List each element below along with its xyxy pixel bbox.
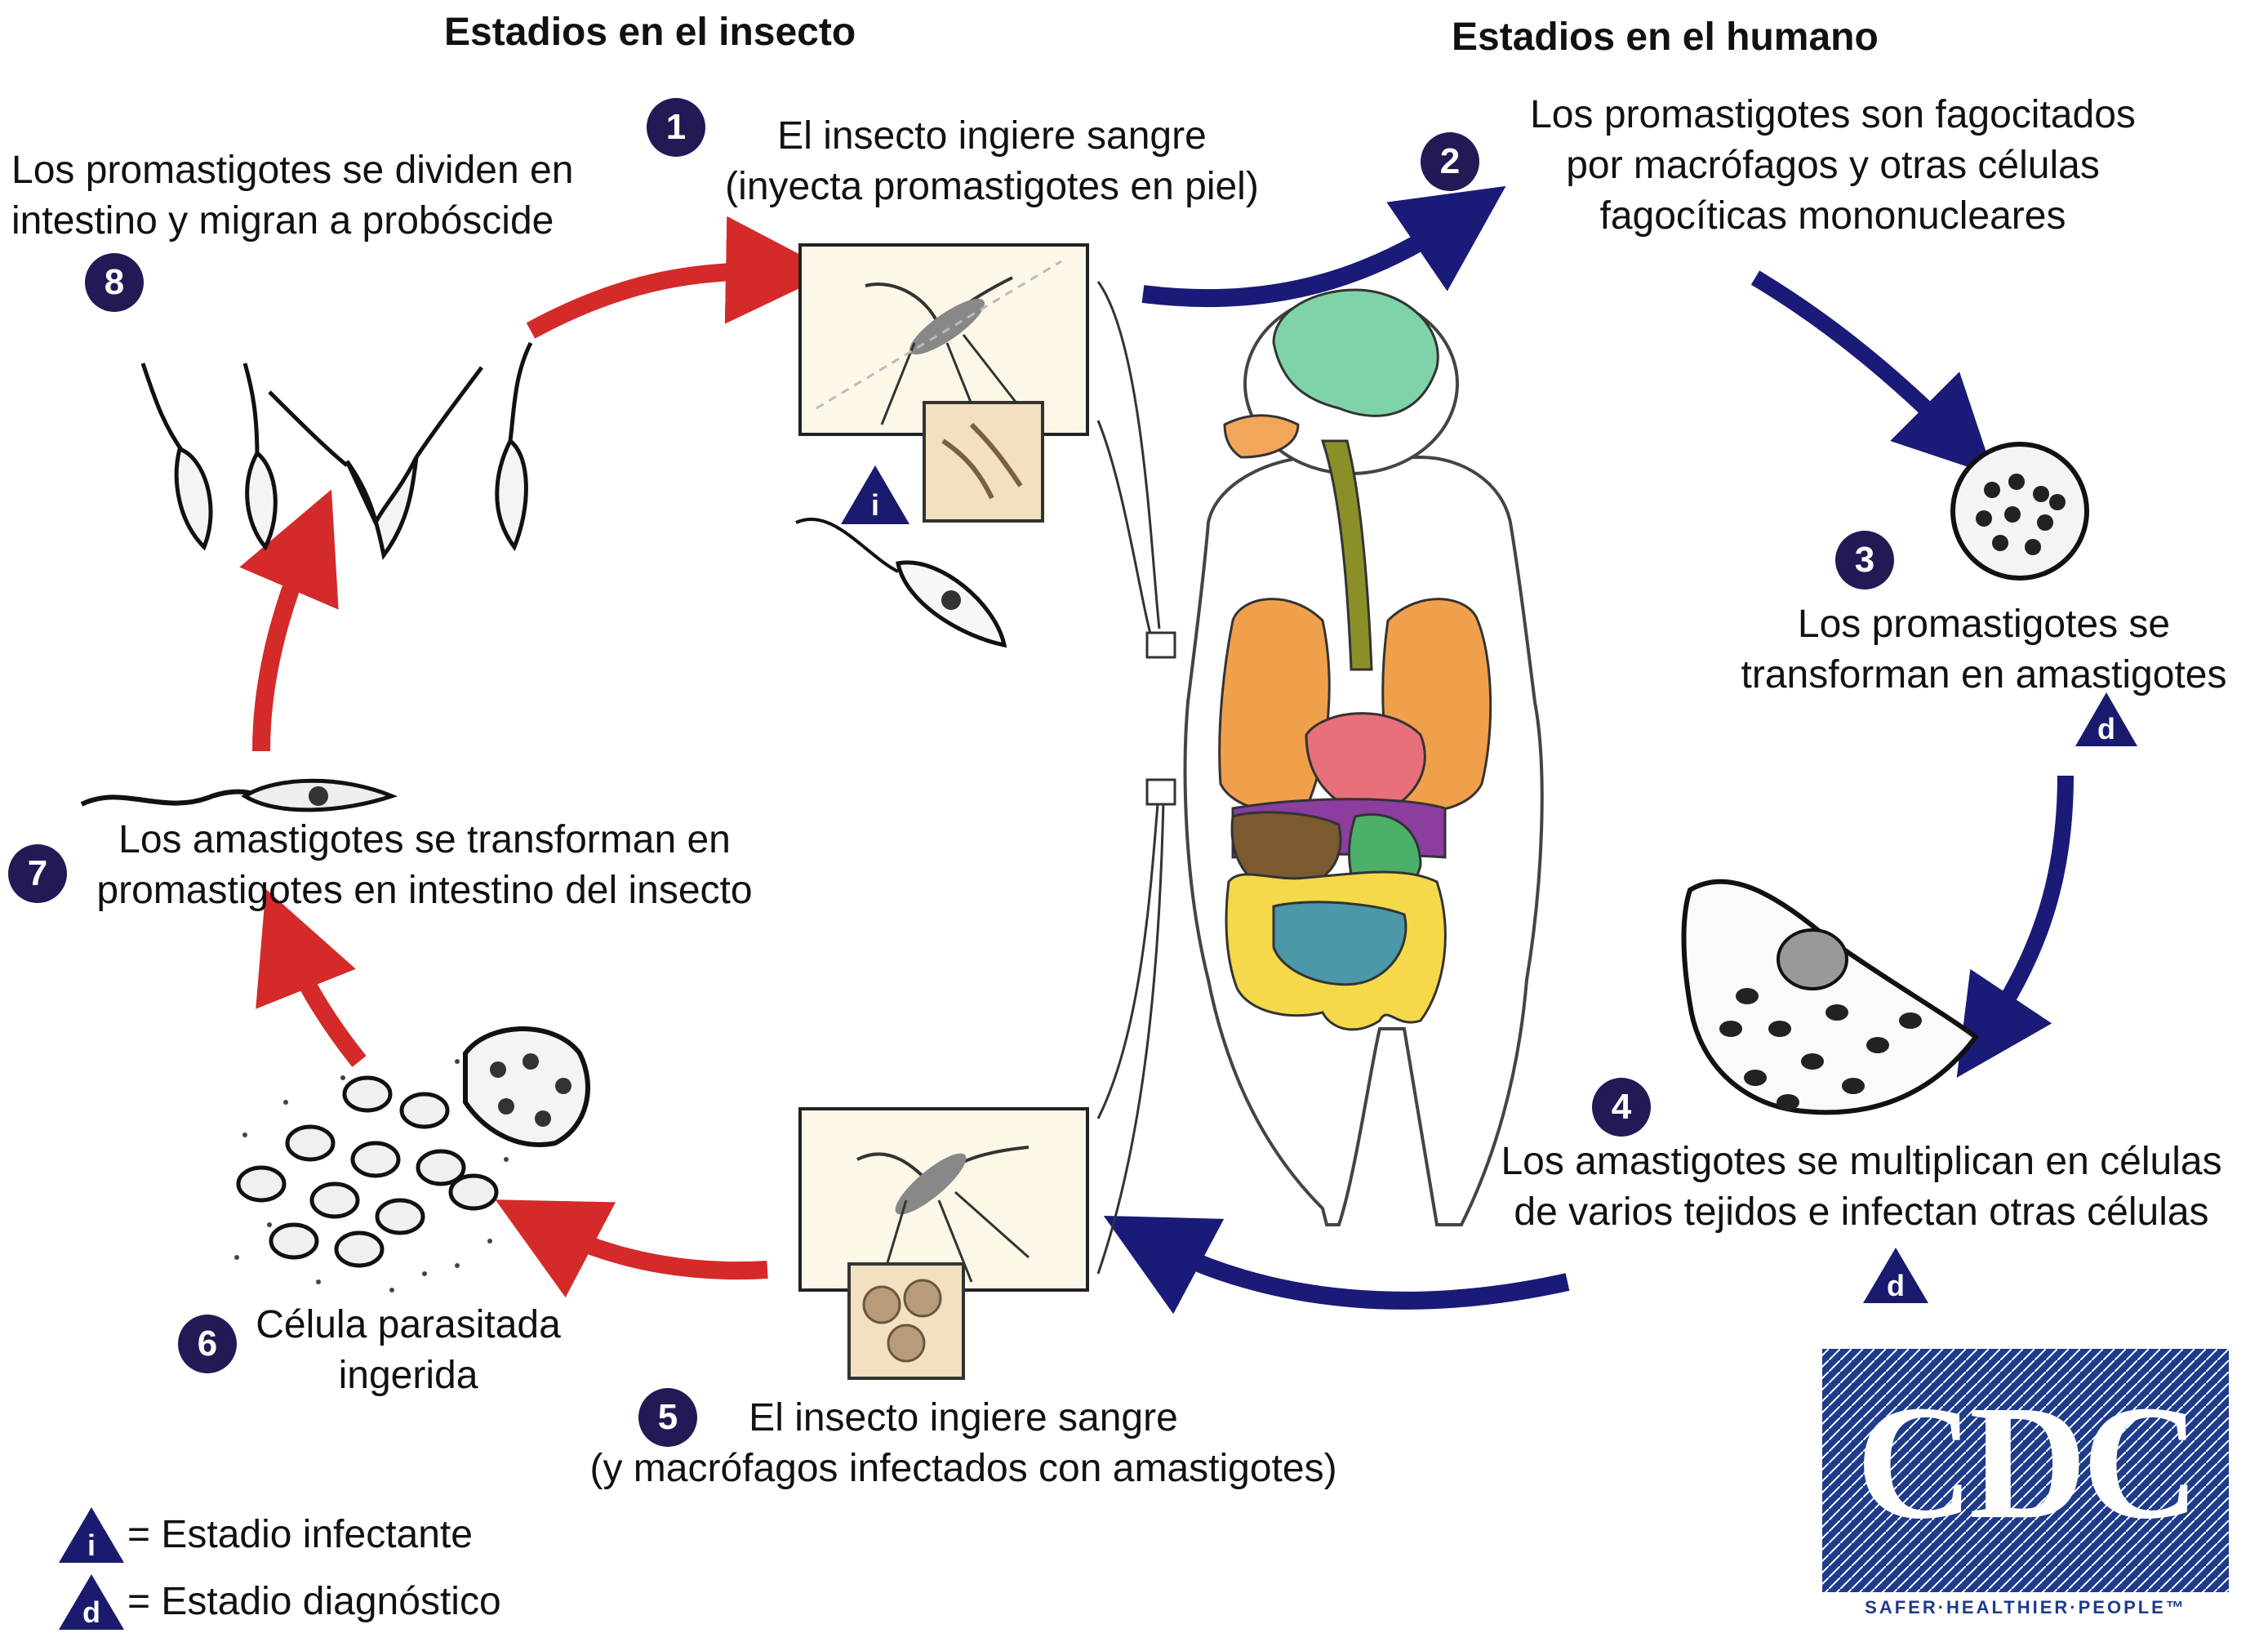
arrow-8-to-1 xyxy=(526,216,834,339)
cdc-logo: CDC SAFER·HEALTHIER·PEOPLE™ xyxy=(1822,1349,2229,1618)
legend-diagnostic-icon xyxy=(59,1574,124,1630)
legend-infective-icon xyxy=(59,1507,124,1563)
step-6-line-2: ingerida xyxy=(338,1354,478,1397)
diagnostic-stage-icon-step-3-label: d xyxy=(2097,712,2115,745)
step-1-badge: 1 xyxy=(647,98,705,157)
diagnostic-stage-icon-step-4 xyxy=(1863,1248,1928,1303)
heading-human-stages: Estadios en el humano xyxy=(1452,16,1879,59)
step-5-line-1: El insecto ingiere sangre xyxy=(749,1396,1178,1439)
step-2-line-3: fagocíticas mononucleares xyxy=(1599,194,2066,238)
arrow-3-to-4 xyxy=(1956,775,2074,1078)
step-8-badge: 8 xyxy=(85,253,144,312)
step-2-badge: 2 xyxy=(1421,132,1479,191)
connector-lines xyxy=(1096,281,1176,1275)
step-8-text: Los promastigotes se dividen en intestin… xyxy=(11,145,640,247)
arrow-6-to-7 xyxy=(256,888,367,1067)
promastigote-single xyxy=(795,518,1007,648)
step-2-line-2: por macrófagos y otras células xyxy=(1566,144,2100,187)
dividing-promastigotes xyxy=(140,341,533,560)
transforming-promastigote xyxy=(80,778,398,812)
sandfly-panel-top xyxy=(798,243,1089,523)
heading-insect-stages: Estadios en el insecto xyxy=(444,11,856,54)
sandfly-panel-bottom xyxy=(798,1107,1089,1380)
step-5-line-2: (y macrófagos infectados con amastigotes… xyxy=(589,1447,1337,1490)
infective-stage-icon-step-1 xyxy=(841,465,909,524)
step-3-line-1: Los promastigotes se xyxy=(1797,603,2171,646)
parasitized-cell xyxy=(234,1026,590,1293)
step-3-text: Los promastigotes se transforman en amas… xyxy=(1714,599,2253,701)
cdc-logo-art xyxy=(1822,1349,2229,1592)
legend-infective-icon-label: i xyxy=(87,1528,96,1562)
step-6-line-1: Célula parasitada xyxy=(256,1303,561,1346)
step-4-line-1: Los amastigotes se multiplican en célula… xyxy=(1501,1140,2222,1183)
human-body xyxy=(1183,288,1544,1226)
step-4-text: Los amastigotes se multiplican en célula… xyxy=(1461,1137,2261,1238)
cdc-logo-letters: CDC xyxy=(1856,1373,2199,1553)
arrow-7-to-8 xyxy=(239,489,339,752)
step-3-line-2: transforman en amastigotes xyxy=(1741,653,2227,696)
diagnostic-stage-icon-step-3 xyxy=(2075,692,2137,746)
step-4-line-2: de varios tejidos e infectan otras célul… xyxy=(1514,1190,2209,1234)
step-6-badge: 6 xyxy=(178,1315,237,1373)
step-8-line-2: intestino y migran a probóscide xyxy=(11,199,554,243)
step-1-line-2: (inyecta promastigotes en piel) xyxy=(725,165,1259,208)
step-2-text: Los promastigotes son fagocitados por ma… xyxy=(1486,90,2180,242)
step-5-badge: 5 xyxy=(638,1388,697,1447)
legend-diagnostic-icon-label: d xyxy=(82,1595,100,1629)
arrow-5-to-6 xyxy=(495,1199,768,1298)
arrow-4-to-5 xyxy=(1103,1215,1570,1315)
step-1-text: El insecto ingiere sangre (inyecta proma… xyxy=(694,111,1290,212)
step-2-line-1: Los promastigotes son fagocitados xyxy=(1530,93,2136,136)
step-4-badge: 4 xyxy=(1592,1078,1651,1137)
step-7-text: Los amastigotes se transforman en promas… xyxy=(65,815,784,916)
step-3-badge: 3 xyxy=(1835,531,1894,590)
step-5-text: El insecto ingiere sangre (y macrófagos … xyxy=(547,1393,1380,1494)
legend-infective-label: = Estadio infectante xyxy=(127,1513,473,1556)
macrophage-cell xyxy=(1950,442,2089,581)
step-6-text: Célula parasitada ingerida xyxy=(237,1300,580,1401)
step-7-badge: 7 xyxy=(8,844,67,903)
step-7-line-1: Los amastigotes se transforman en xyxy=(118,818,731,861)
cdc-logo-tagline: SAFER·HEALTHIER·PEOPLE™ xyxy=(1865,1597,2186,1617)
step-8-line-1: Los promastigotes se dividen en xyxy=(11,149,574,192)
arrow-1-to-2 xyxy=(1141,185,1506,308)
diagnostic-stage-icon-step-4-label: d xyxy=(1887,1269,1905,1302)
step-7-line-2: promastigotes en intestino del insecto xyxy=(96,869,753,912)
step-1-line-1: El insecto ingiere sangre xyxy=(777,114,1207,158)
infected-tissue-cell xyxy=(1681,879,1980,1115)
infective-stage-icon-step-1-label: i xyxy=(870,488,879,522)
legend-diagnostic-label: = Estadio diagnóstico xyxy=(127,1580,501,1623)
arrow-2-to-3 xyxy=(1750,270,1995,476)
